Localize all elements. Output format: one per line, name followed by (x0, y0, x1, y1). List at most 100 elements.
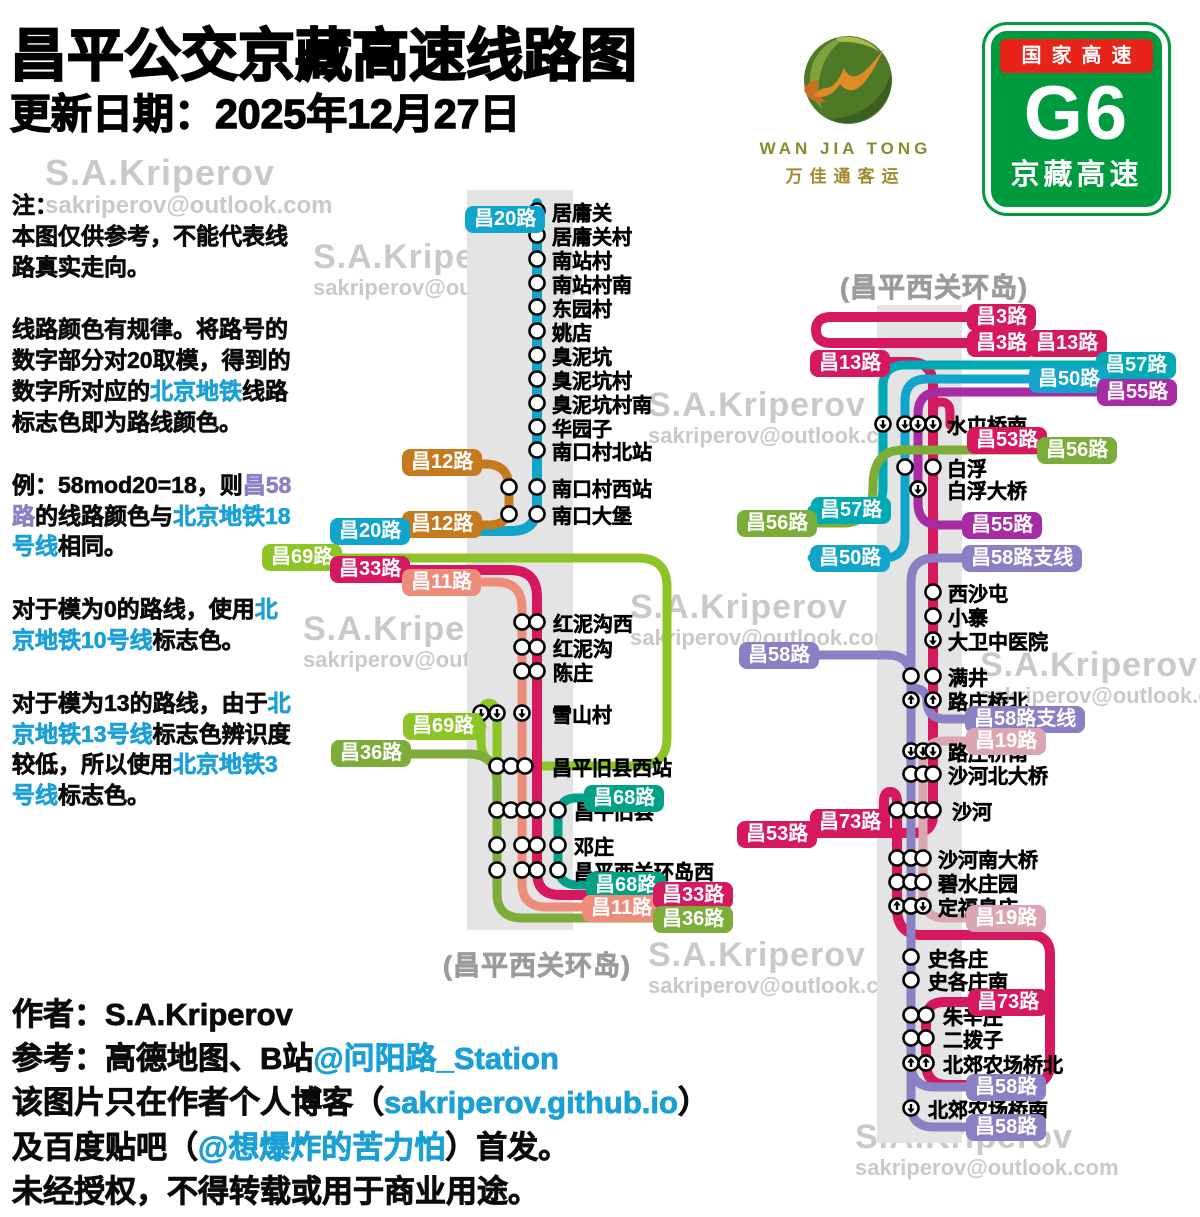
station-circle (914, 849, 932, 867)
station-circle (528, 801, 546, 819)
station-circle (917, 1029, 935, 1047)
route-badge-昌19路: 昌19路 (966, 905, 1047, 932)
route-badge-昌36路: 昌36路 (331, 740, 412, 767)
route-badge-昌50路: 昌50路 (810, 545, 891, 572)
station-label-姚店: 姚店 (552, 323, 593, 346)
text-segment: 北京地铁 (150, 378, 243, 405)
text-line: 注： 本图仅供参考，不能代表线路真实走向。 (12, 190, 294, 282)
station-arrow-head (914, 489, 922, 495)
text-line: 对于模为13的路线，由于北京地铁13号线标志色辨识度较低，所以使用北京地铁3号线… (12, 688, 294, 811)
text-segment: sakriperov.github.io (384, 1085, 679, 1121)
route-line-昌53路 (928, 397, 955, 430)
station-arrow-head (493, 713, 501, 719)
station-circle (924, 583, 942, 601)
station-circle (924, 801, 942, 819)
station-label-东园村: 东园村 (552, 299, 613, 322)
station-circle (513, 638, 531, 656)
station-arrow-head (907, 751, 915, 757)
route-badge-昌3路: 昌3路 (967, 330, 1037, 357)
station-label-沙河南大桥: 沙河南大桥 (938, 850, 1039, 873)
route-badge-昌12路: 昌12路 (402, 511, 483, 538)
route-badge-昌36路: 昌36路 (653, 906, 734, 933)
station-circle (528, 638, 546, 656)
station-label-臭泥坑村南: 臭泥坑村南 (552, 395, 653, 418)
station-circle (513, 662, 531, 680)
route-badge-昌56路: 昌56路 (1037, 437, 1118, 464)
text-line: 线路颜色有规律。将路号的数字部分对20取模，得到的数字所对应的北京地铁线路标志色… (12, 314, 294, 437)
route-line-昌33路 (389, 565, 658, 900)
station-label-西沙屯: 西沙屯 (948, 584, 1009, 607)
station-circle (924, 765, 942, 783)
station-label-南口村西站: 南口村西站 (552, 479, 653, 502)
route-badge-昌50路: 昌50路 (1029, 366, 1110, 393)
station-circle (896, 458, 914, 476)
text-segment: 标志色。 (58, 782, 151, 809)
station-circle (528, 418, 546, 436)
station-circle (528, 662, 546, 680)
route-badge-昌57路: 昌57路 (811, 497, 892, 524)
route-badge-昌69路: 昌69路 (262, 544, 343, 571)
station-circle (513, 861, 531, 879)
station-label-北郊农场桥北: 北郊农场桥北 (943, 1055, 1064, 1078)
logo-cjk-text: 万佳通客运 (785, 167, 906, 186)
text-segment: 及百度贴吧（ (12, 1129, 199, 1165)
page-title: 昌平公交京藏高速线路图 (9, 23, 638, 89)
text-line: 该图片只在作者个人博客（sakriperov.github.io） (12, 1084, 792, 1121)
station-circle (516, 757, 534, 775)
route-badge-昌20路: 昌20路 (465, 206, 546, 233)
text-line: 对于模为0的路线，使用北京地铁10号线标志色。 (12, 594, 294, 656)
station-arrow-head (929, 640, 937, 646)
text-segment: 北京地铁3号线 (12, 751, 278, 809)
route-badge-昌19路: 昌19路 (966, 728, 1047, 755)
station-arrow-head (929, 751, 937, 757)
station-circle (528, 274, 546, 292)
update-date: 更新日期：2025年12月27日 (9, 90, 521, 137)
route-badge-昌57路: 昌57路 (1096, 352, 1177, 379)
right-roundabout-label: (昌平西关环岛) (840, 273, 1028, 304)
station-arrow-head (907, 1108, 915, 1114)
route-line-昌11路 (460, 577, 587, 912)
logo-latin-text: WAN JIA TONG (759, 139, 932, 158)
station-label-居庸关: 居庸关 (552, 203, 613, 226)
text-segment: 对于模为13的路线，由于 (12, 689, 268, 716)
route-badge-昌58路: 昌58路 (739, 642, 820, 669)
station-circle (488, 861, 506, 879)
text-segment: 该图片只在作者个人博客（ (12, 1085, 385, 1121)
route-badge-昌56路: 昌56路 (737, 510, 818, 537)
station-circle (528, 505, 546, 523)
station-circle (528, 836, 546, 854)
station-circle (528, 250, 546, 268)
wanjiatong-logo-icon (803, 36, 892, 124)
station-label-红泥沟: 红泥沟 (553, 639, 614, 662)
text-segment: 昌58路 (12, 471, 292, 529)
station-circle (528, 322, 546, 340)
text-line: 及百度贴吧（@想爆炸的苦力怕）首发。 (12, 1129, 792, 1166)
station-arrow-head (518, 713, 526, 719)
station-arrow-head (901, 424, 909, 430)
text-line: 作者：S.A.Kriperov (12, 996, 792, 1033)
station-label-昌平旧县西站: 昌平旧县西站 (552, 758, 673, 781)
station-circle (549, 801, 567, 819)
text-line: 例：58mod20=18，则昌58路的线路颜色与北京地铁18号线相同。 (12, 470, 294, 562)
route-line-昌3路 (811, 312, 1062, 348)
left-roundabout-label: (昌平西关环岛) (443, 951, 631, 982)
station-arrow-head (907, 1057, 915, 1063)
station-label-南站村南: 南站村南 (552, 275, 633, 298)
station-label-碧水庄园: 碧水庄园 (938, 874, 1019, 897)
station-circle (488, 836, 506, 854)
route-badge-昌58路支线: 昌58路支线 (962, 545, 1083, 572)
station-circle (528, 370, 546, 388)
station-label-南口村北站: 南口村北站 (552, 442, 653, 465)
text-segment: 参考：高德地图、B站 (12, 1041, 314, 1077)
station-arrow-head (879, 424, 887, 430)
station-label-邓庄: 邓庄 (574, 837, 615, 860)
station-label-南口大堡: 南口大堡 (552, 506, 633, 529)
text-segment: 注： 本图仅供参考，不能代表线路真实走向。 (12, 192, 289, 280)
route-badge-昌33路: 昌33路 (653, 882, 734, 909)
station-circle (924, 667, 942, 685)
route-badge-昌3路: 昌3路 (967, 304, 1037, 331)
route-line-昌12路 (460, 459, 514, 530)
station-arrow-head (914, 424, 922, 430)
